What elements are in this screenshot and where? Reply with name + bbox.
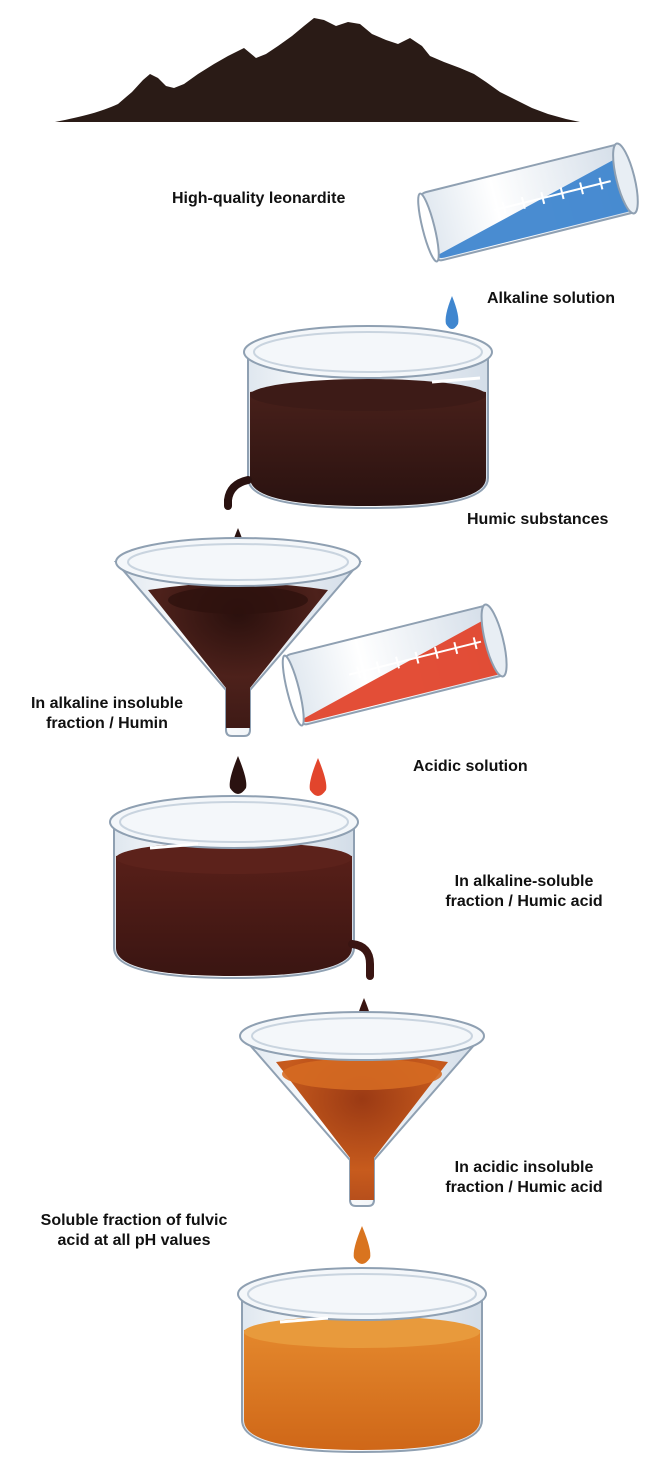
- leonardite-mountain: [55, 18, 580, 122]
- acidic-insoluble-humic-label: In acidic insoluble fraction / Humic aci…: [445, 1158, 602, 1198]
- alkaline-soluble-humic-label: In alkaline-soluble fraction / Humic aci…: [445, 872, 602, 912]
- alkaline-solution-label: Alkaline solution: [487, 290, 616, 307]
- fulvic-acid-line2: acid at all pH values: [57, 1232, 211, 1249]
- humin-label-line1: In alkaline insoluble: [30, 695, 184, 712]
- humic-acid-funnel: [239, 1011, 485, 1207]
- leonardite-label: High-quality leonardite: [172, 190, 346, 207]
- fulvic-acid-line1: Soluble fraction of fulvic: [40, 1212, 228, 1229]
- humin-label: In alkaline insoluble fraction / Humin: [31, 694, 183, 734]
- humin-drop: [229, 756, 247, 794]
- humic-substances-label: Humic substances: [467, 511, 609, 528]
- acidic-insoluble-humic-line2: fraction / Humic acid: [445, 1179, 603, 1196]
- alkaline-drop: [445, 296, 459, 329]
- fulvic-acid-label: Soluble fraction of fulvic acid at all p…: [41, 1211, 228, 1251]
- fulvic-acid-beaker: [237, 1267, 487, 1454]
- alkaline-soluble-humic-line1: In alkaline-soluble: [454, 873, 594, 890]
- alkaline-pour-beaker: [417, 142, 639, 329]
- acidic-drop: [309, 758, 327, 796]
- humin-label-line2: fraction / Humin: [46, 715, 168, 732]
- humin-funnel: [113, 537, 363, 737]
- acidic-insoluble-humic-line1: In acidic insoluble: [454, 1159, 594, 1176]
- fulvic-drop: [353, 1226, 371, 1264]
- humic-substances-beaker: [224, 325, 493, 510]
- humic-acid-beaker: [109, 795, 374, 980]
- acidic-solution-label: Acidic solution: [413, 758, 528, 775]
- acidic-pour-beaker: [281, 603, 508, 727]
- alkaline-soluble-humic-line2: fraction / Humic acid: [445, 893, 603, 910]
